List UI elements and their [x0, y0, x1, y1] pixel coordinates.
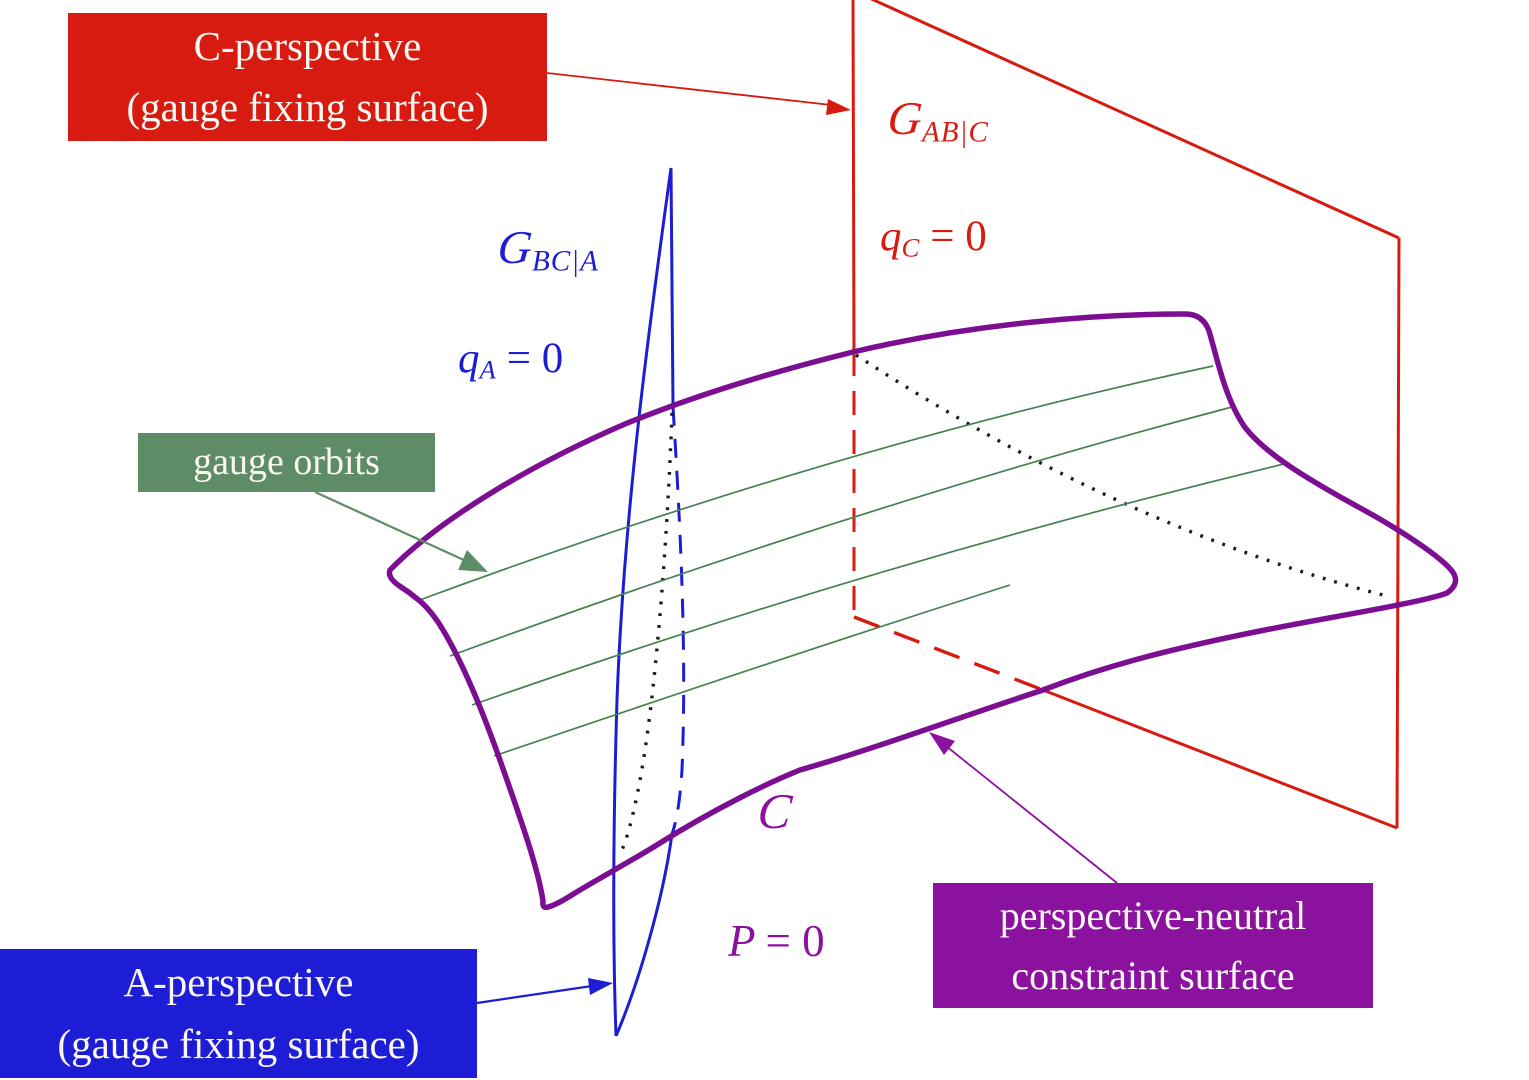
arrowhead-icon	[929, 732, 955, 755]
arrowhead-icon	[588, 978, 613, 995]
perspective-neutral-line2: constraint surface	[1011, 952, 1295, 998]
gauge-orbit-lines	[416, 365, 1289, 757]
perspective-neutral-box: perspective-neutral constraint surface	[933, 883, 1373, 1008]
c-perspective-line1: C-perspective	[193, 22, 422, 69]
variable-q: q	[458, 335, 480, 382]
c-perspective-line2: (gauge fixing surface)	[126, 84, 489, 130]
dotted-trace-red-plane-intersection	[855, 353, 1388, 598]
blue-plane-right-edge-solid-top	[669, 167, 675, 408]
blue-plane-right-edge-solid-bottom	[614, 833, 674, 1037]
gauge-orbits-box: gauge orbits	[138, 433, 435, 492]
label-constraint-surface-C: C	[755, 782, 795, 840]
perspective-neutral-line1: perspective-neutral	[999, 892, 1307, 938]
gauge-orbit-1	[416, 365, 1214, 602]
arrow-line	[476, 984, 593, 1005]
variable-P: P	[728, 916, 756, 966]
gauge-orbit-3	[471, 462, 1289, 706]
blue-plane-right-edge-hidden	[670, 406, 686, 835]
red-plane-bottom-edge-hidden	[853, 615, 1044, 692]
subscript: BC|A	[531, 245, 599, 278]
arrow-c-box-to-red-plane	[546, 72, 851, 115]
a-perspective-box: A-perspective (gauge fixing surface)	[0, 949, 477, 1078]
red-plane-bottom-edge-solid	[1042, 688, 1398, 830]
script-G: G	[885, 93, 925, 145]
dotted-trace-blue-plane-intersection	[619, 412, 674, 853]
gauge-orbit-2	[449, 406, 1233, 657]
subscript: C	[901, 232, 921, 263]
variable-q: q	[880, 213, 902, 260]
a-perspective-line1: A-perspective	[123, 959, 354, 1005]
script-C: C	[755, 783, 795, 839]
a-perspective-line2: (gauge fixing surface)	[57, 1020, 420, 1067]
arrow-pn-box-to-surface	[929, 732, 1118, 884]
label-qA-equals-0: qA = 0	[458, 334, 563, 386]
label-P-equals-0: P= 0	[728, 915, 825, 967]
gauge-orbit-4	[493, 584, 1011, 757]
c-perspective-box: C-perspective (gauge fixing surface)	[68, 13, 547, 141]
arrow-orbits-box-to-orbit	[314, 490, 488, 572]
arrowhead-icon	[458, 550, 488, 572]
label-gauge-group-BC-given-A: GBC|A	[495, 221, 599, 278]
constraint-surface-outline	[386, 311, 1459, 911]
label-qC-equals-0: qC = 0	[880, 212, 987, 264]
label-gauge-group-AB-given-C: GAB|C	[885, 92, 989, 149]
arrow-line	[546, 72, 841, 107]
arrow-a-box-to-blue-plane	[476, 978, 613, 1005]
equation-rest: = 0	[930, 213, 987, 260]
subscript: A	[479, 354, 497, 385]
arrow-line	[945, 745, 1118, 884]
equation-rest: = 0	[765, 916, 825, 966]
red-plane-top-edge	[870, 0, 1400, 240]
red-plane-left-edge-solid	[851, 0, 856, 353]
script-G: G	[495, 222, 535, 274]
gauge-orbits-label: gauge orbits	[193, 441, 380, 483]
arrowhead-icon	[826, 99, 851, 115]
subscript: AB|C	[921, 116, 989, 149]
arrow-line	[314, 490, 467, 563]
equation-rest: = 0	[506, 335, 564, 382]
blue-plane-left-edge	[612, 167, 673, 1037]
blue-plane-a-perspective	[612, 167, 686, 1037]
